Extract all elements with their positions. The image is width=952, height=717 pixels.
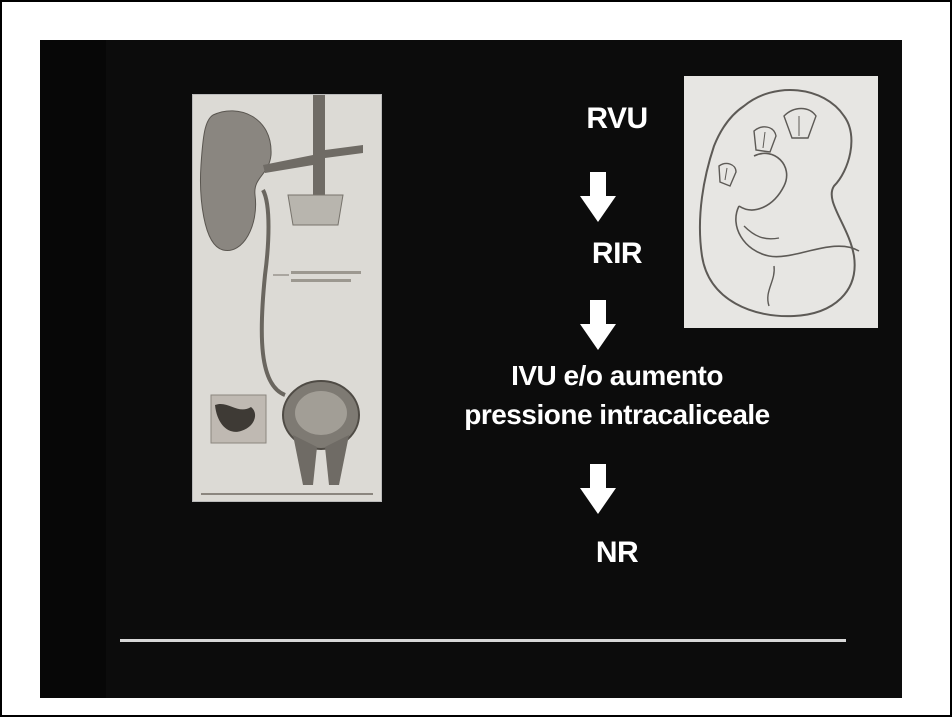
urinary-tract-drawing	[193, 95, 381, 501]
flow-step-nr: NR	[382, 536, 852, 570]
down-arrow-icon	[580, 464, 616, 514]
flow-step-ivu-line2: pressione intracaliceale	[382, 399, 852, 431]
flow-diagram: RVU RIR IVU e/o aumento pressione intrac…	[382, 72, 852, 612]
urinary-tract-illustration	[192, 94, 382, 502]
flow-step-ivu-line1: IVU e/o aumento	[382, 360, 852, 392]
slide-divider-rule	[120, 639, 846, 642]
flow-step-rvu: RVU	[382, 102, 852, 136]
down-arrow-icon	[580, 300, 616, 350]
down-arrow-icon	[580, 172, 616, 222]
flow-step-rir: RIR	[382, 237, 852, 271]
